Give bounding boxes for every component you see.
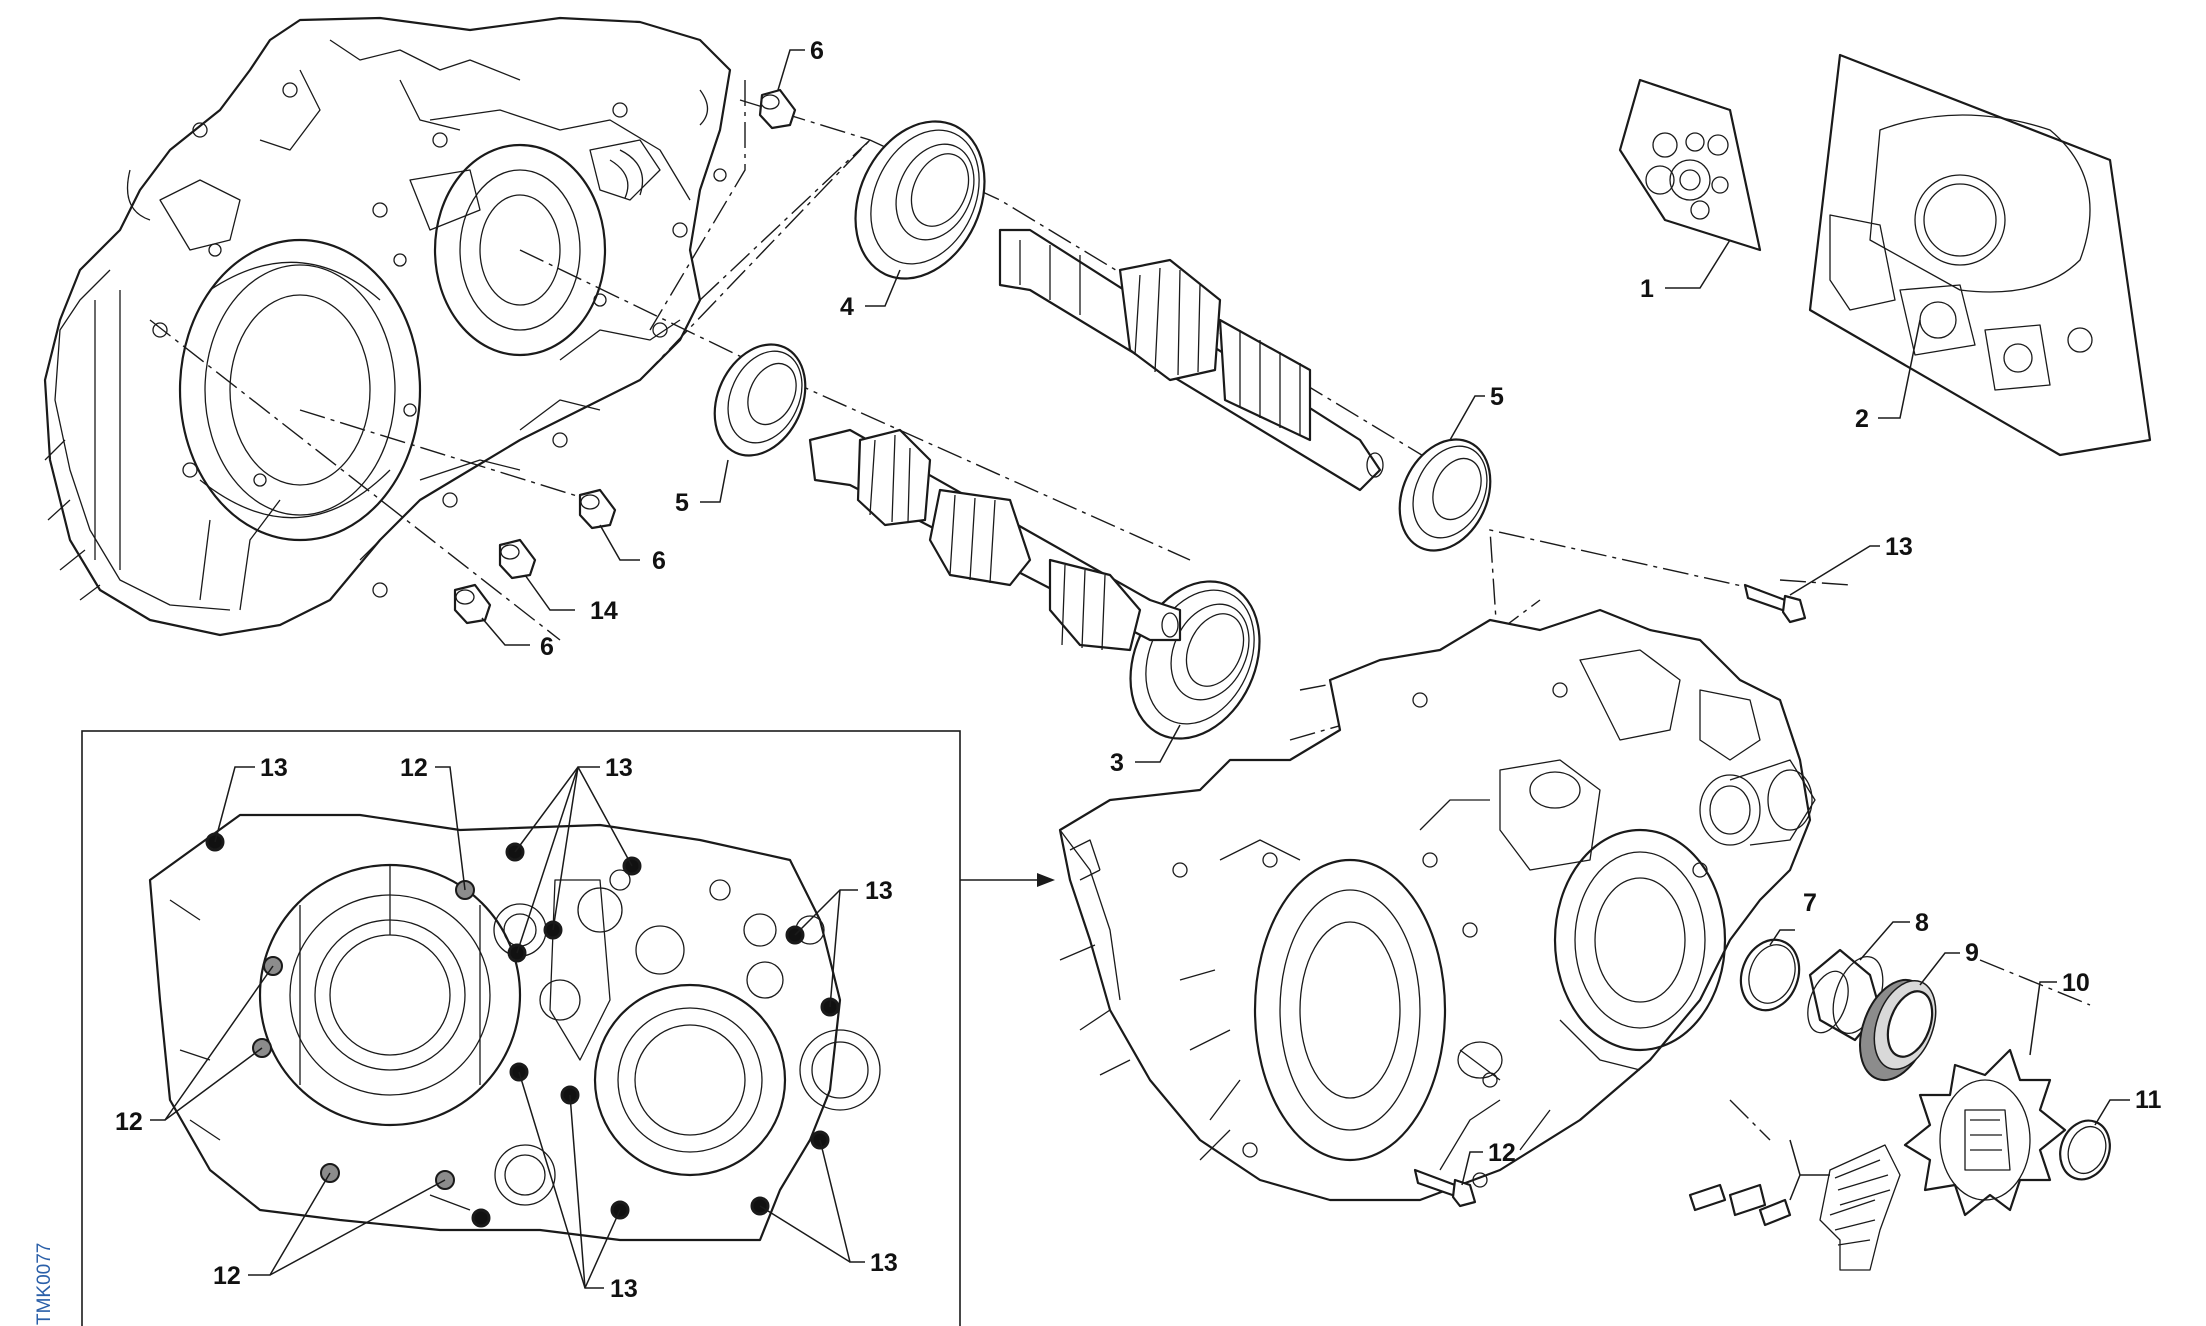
inset-callout-12-left: 12 <box>115 1108 143 1136</box>
callout-1: 1 <box>1640 275 1654 303</box>
callout-14: 14 <box>590 597 618 625</box>
right-crankcase-half <box>1058 608 1816 1202</box>
bolts <box>1413 583 1807 1208</box>
bearing-4 <box>854 120 986 280</box>
left-crankcase-half <box>43 16 732 637</box>
callout-9: 9 <box>1965 939 1979 967</box>
callout-5-right: 5 <box>1490 383 1504 411</box>
bearing-5-upper <box>713 343 807 457</box>
lower-shaft <box>808 428 1182 652</box>
inset-callout-13-topleft: 13 <box>260 754 288 782</box>
callout-6-bottom: 6 <box>540 633 554 661</box>
callout-11: 11 <box>2135 1086 2162 1114</box>
leader-lines <box>481 49 2130 1201</box>
inset-callout-13-bottom: 13 <box>610 1275 638 1303</box>
inset-crankcase <box>148 813 881 1242</box>
callout-3: 3 <box>1110 749 1124 777</box>
drawing-code: TMK0077 <box>34 1243 55 1325</box>
inset-callout-13-bottomright: 13 <box>870 1249 898 1277</box>
callout-7: 7 <box>1803 889 1817 917</box>
callout-10: 10 <box>2062 969 2090 997</box>
inset-leader-lines <box>150 766 865 1289</box>
bearing-5-right <box>1398 438 1492 552</box>
inset-callout-13-top: 13 <box>605 754 633 782</box>
circlip-11 <box>2059 1119 2111 1181</box>
upper-shaft <box>998 228 1384 492</box>
callout-2: 2 <box>1855 405 1869 433</box>
dowel-pins <box>453 88 797 625</box>
callout-6-middle: 6 <box>652 547 666 575</box>
inset-callout-12-bottom: 12 <box>213 1262 241 1290</box>
inset-view-frame <box>81 730 961 1326</box>
sprocket-10 <box>1903 1048 2067 1217</box>
callout-13: 13 <box>1885 533 1913 561</box>
drive-chain <box>1688 1144 1901 1271</box>
inset-callout-12-top: 12 <box>400 754 428 782</box>
callout-12: 12 <box>1488 1139 1516 1167</box>
callout-8: 8 <box>1915 909 1929 937</box>
callout-4: 4 <box>840 293 854 321</box>
seal-kit-1 <box>1618 78 1762 252</box>
inset-arrow <box>960 873 1055 887</box>
callout-6-top: 6 <box>810 37 824 65</box>
oil-seal-9 <box>1859 978 1937 1082</box>
gasket-kit-2 <box>1808 53 2152 457</box>
circlip-7 <box>1739 938 1801 1012</box>
callout-5-left: 5 <box>675 489 689 517</box>
inset-callout-13-right: 13 <box>865 877 893 905</box>
